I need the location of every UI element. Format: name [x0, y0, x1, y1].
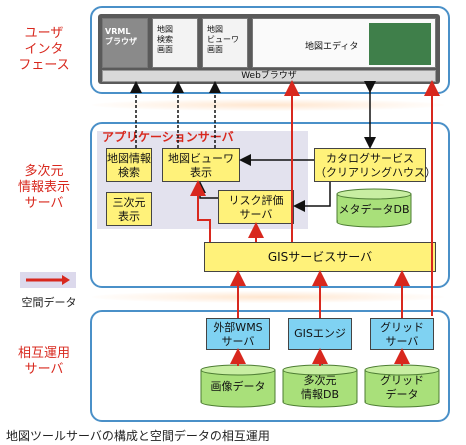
catalog-service-box: カタログサービス （クリアリングハウス） — [314, 148, 436, 182]
grid-server-box: グリッド サーバ — [370, 318, 434, 350]
label-line: フェース — [18, 58, 70, 73]
figure-caption: 地図ツールサーバの構成と空間データの相互運用 — [6, 429, 270, 443]
cylinder-shape — [200, 364, 276, 408]
map-editor-screen: 地図エディタ — [252, 18, 436, 68]
cylinder-shape — [282, 364, 358, 408]
box-label: 三次元 表示 — [112, 196, 146, 223]
box-label: GISサービスサーバ — [267, 250, 373, 264]
label-multidim-server: 多次元 情報表示 サーバ — [4, 164, 84, 212]
map-viewer-display-box: 地図ビューワ 表示 — [162, 148, 240, 182]
web-browser-bar: Webブラウザ — [102, 70, 436, 82]
label-line: サーバ — [24, 196, 64, 211]
app-server-title: アプリケーションサーバ — [102, 130, 234, 144]
grid-data-cylinder: グリッド データ — [364, 364, 440, 408]
screen-label: VRML ブラウザ — [105, 27, 137, 46]
screen-label: 地図 ビューワ 画面 — [207, 25, 239, 54]
cylinder-label: 多次元 情報DB — [300, 374, 340, 401]
map-thumbnail — [369, 23, 431, 65]
label-interop-server: 相互運用 サーバ — [4, 346, 84, 378]
label-line: 情報表示 — [17, 180, 70, 195]
box-label: リスク評価 サーバ — [228, 194, 284, 221]
cylinder-shape — [336, 188, 412, 228]
box-label: 外部WMS サーバ — [213, 321, 263, 348]
gis-engine-box: GISエンジン — [288, 318, 352, 370]
label-user-interface: ユーザ インタ フェース — [4, 26, 84, 74]
cylinder-shape — [364, 364, 440, 408]
screen-label: 地図エディタ — [305, 42, 359, 52]
image-data-cylinder: 画像データ — [200, 364, 276, 408]
gis-service-server-box: GISサービスサーバ — [204, 242, 436, 272]
label-line: インタ — [24, 42, 64, 57]
label-line: 多次元 — [24, 164, 64, 179]
map-viewer-screen: 地図 ビューワ 画面 — [202, 18, 248, 68]
vrml-browser-screen: VRML ブラウザ — [102, 18, 148, 68]
box-label: 地図ビューワ 表示 — [168, 152, 234, 179]
screen-label: 地図 検索 画面 — [157, 25, 173, 54]
cylinder-label: メタデータDB — [338, 203, 410, 216]
risk-eval-server-box: リスク評価 サーバ — [218, 190, 294, 224]
label-line: 相互運用 — [17, 346, 70, 361]
cylinder-label: グリッド データ — [380, 374, 424, 401]
label-line: ユーザ — [24, 26, 64, 41]
map-info-search-box: 地図情報 検索 — [106, 148, 152, 182]
web-browser-label: Webブラウザ — [241, 71, 297, 81]
map-search-screen: 地図 検索 画面 — [152, 18, 198, 68]
cylinder-label: 画像データ — [210, 380, 266, 393]
external-wms-server-box: 外部WMS サーバ — [206, 318, 270, 350]
legend-arrow-icon — [26, 275, 70, 285]
separator-glow — [92, 291, 444, 303]
box-label: グリッド サーバ — [380, 321, 424, 348]
three-d-display-box: 三次元 表示 — [106, 192, 152, 226]
multidim-db-cylinder: 多次元 情報DB — [282, 364, 358, 408]
box-label: 地図情報 検索 — [107, 152, 151, 179]
metadata-db-cylinder: メタデータDB — [336, 188, 412, 228]
label-line: サーバ — [24, 362, 64, 377]
box-label: カタログサービス （クリアリングハウス） — [315, 152, 436, 179]
legend-label: 空間データ — [21, 296, 77, 309]
separator-glow — [92, 99, 444, 111]
